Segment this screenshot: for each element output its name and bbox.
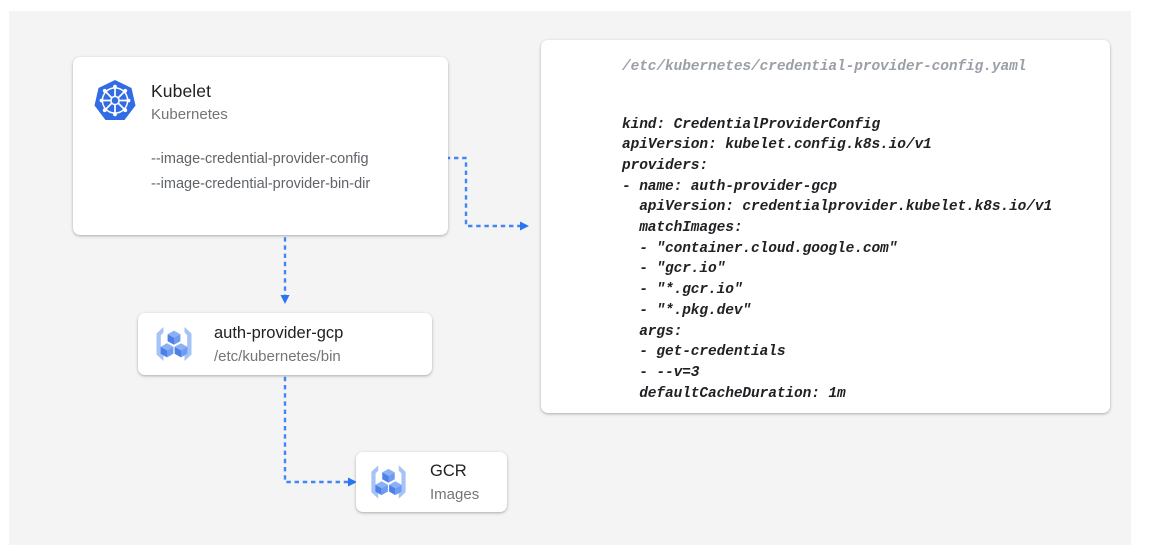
gcr-card[interactable]: GCR Images xyxy=(356,452,507,512)
auth-provider-title: auth-provider-gcp xyxy=(214,324,344,342)
kubelet-flag-bin-dir: --image-credential-provider-bin-dir xyxy=(151,175,371,192)
kubelet-subtitle: Kubernetes xyxy=(151,106,228,123)
yaml-content: kind: CredentialProviderConfig apiVersio… xyxy=(622,116,1053,402)
kubelet-card[interactable]: Kubelet Kubernetes --image-credential-pr… xyxy=(73,57,448,235)
container-cubes-icon xyxy=(366,460,411,504)
credential-provider-config-card[interactable]: /etc/kubernetes/credential-provider-conf… xyxy=(541,40,1110,413)
yaml-file-path: /etc/kubernetes/credential-provider-conf… xyxy=(622,59,1027,75)
auth-provider-text-group: auth-provider-gcp /etc/kubernetes/bin xyxy=(214,321,343,368)
kubelet-flag-config: --image-credential-provider-config xyxy=(151,151,369,167)
kubelet-flag-list: --image-credential-provider-config --ima… xyxy=(151,147,370,196)
container-cubes-icon xyxy=(151,322,197,366)
kubelet-heading-group: Kubelet Kubernetes xyxy=(151,79,228,127)
auth-provider-subtitle: /etc/kubernetes/bin xyxy=(214,348,341,365)
auth-provider-gcp-card[interactable]: auth-provider-gcp /etc/kubernetes/bin xyxy=(138,313,432,375)
kubelet-title: Kubelet xyxy=(151,81,212,101)
gcr-subtitle: Images xyxy=(430,486,480,503)
gcr-title: GCR xyxy=(430,462,467,480)
kubernetes-logo-icon xyxy=(92,78,138,124)
gcr-text-group: GCR Images xyxy=(430,459,479,506)
